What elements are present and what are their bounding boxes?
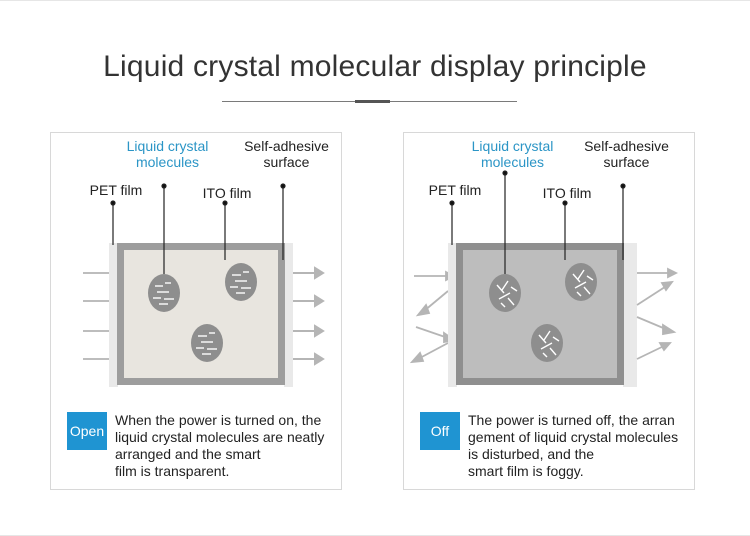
label-self-adhesive-surface: Self-adhesive surface xyxy=(584,138,669,170)
pet-strip-right xyxy=(284,243,293,387)
panel-power-off: Liquid crystal molecules Self-adhesive s… xyxy=(403,132,695,490)
label-liquid-crystal-molecules: Liquid crystal molecules xyxy=(126,138,209,170)
label-liquid-crystal-molecules: Liquid crystal molecules xyxy=(471,138,554,170)
label-pet-film: PET film xyxy=(89,182,143,198)
label-self-adhesive-surface: Self-adhesive surface xyxy=(244,138,329,170)
aligned-molecules xyxy=(148,263,257,362)
panel-power-on: Liquid crystal molecules Self-adhesive s… xyxy=(50,132,342,490)
label-ito-film: ITO film xyxy=(542,185,592,201)
film-diagram-off xyxy=(409,170,679,387)
label-ito-film: ITO film xyxy=(202,185,252,201)
transmitted-light-arrows xyxy=(293,266,325,366)
description-power-off: The power is turned off, the arran gemen… xyxy=(468,412,679,479)
disordered-molecules xyxy=(489,263,597,362)
incoming-light-arrows xyxy=(83,272,109,360)
title-underline-accent xyxy=(355,100,390,103)
state-badge-off: Off xyxy=(420,412,460,450)
pet-strip-left xyxy=(448,243,457,387)
scattered-light-arrows xyxy=(636,267,679,360)
page-title: Liquid crystal molecular display princip… xyxy=(103,50,647,83)
film-diagram-on xyxy=(83,183,325,387)
top-divider xyxy=(0,0,750,1)
label-pet-film: PET film xyxy=(428,182,482,198)
incoming-scattered-arrows xyxy=(409,270,457,364)
pet-strip-left xyxy=(109,243,118,387)
description-power-on: When the power is turned on, the liquid … xyxy=(115,412,325,479)
state-badge-open: Open xyxy=(67,412,107,450)
label-leaders xyxy=(110,183,286,274)
pet-strip-right xyxy=(623,243,637,387)
label-leaders xyxy=(449,170,626,274)
